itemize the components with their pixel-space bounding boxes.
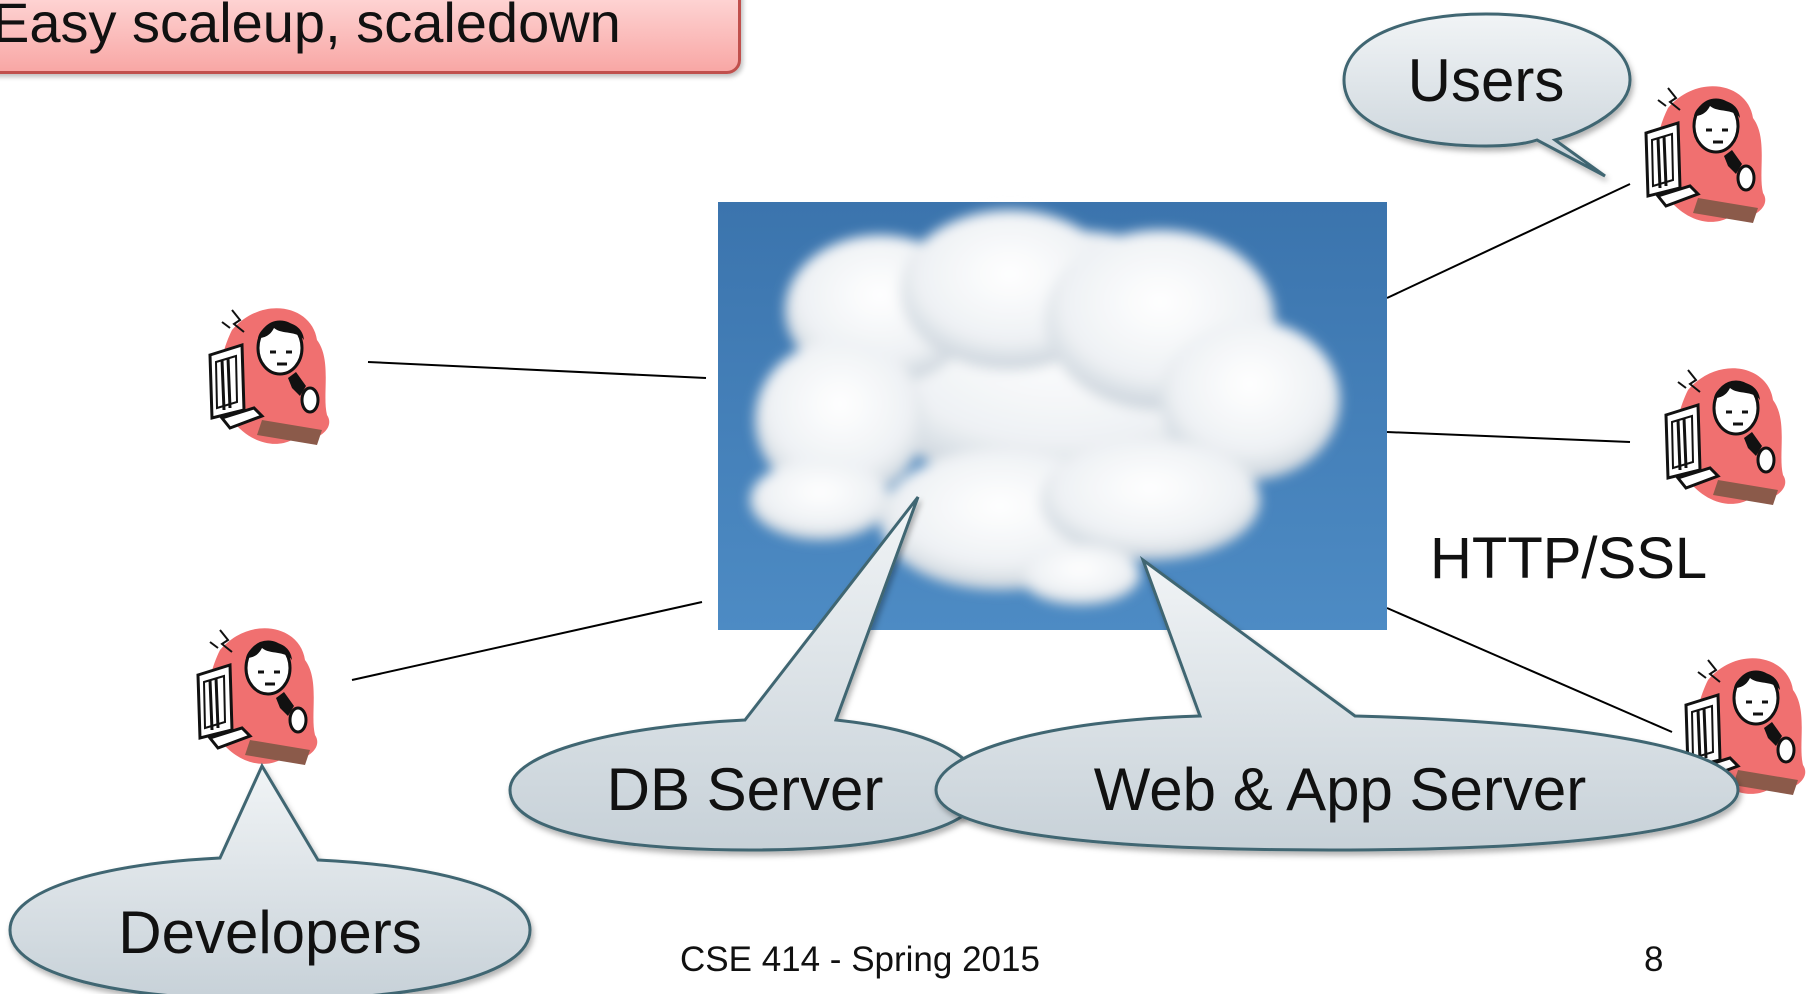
user-at-computer-icon (208, 306, 331, 447)
footer-text: CSE 414 - Spring 2015 (680, 940, 1040, 979)
user-at-computer-icon (196, 626, 319, 767)
protocol-label: HTTP/SSL (1430, 526, 1708, 591)
callout-web-app-server (934, 555, 1740, 852)
user-at-computer-icon (1644, 84, 1767, 225)
page-number: 8 (1644, 940, 1664, 979)
db-server-label: DB Server (606, 756, 884, 823)
cloud-photo (718, 202, 1387, 630)
users-label: Users (1407, 47, 1565, 114)
callout-users (1342, 12, 1632, 178)
slide-title: Easy scaleup, scaledown (0, 0, 621, 54)
developers-label: Developers (118, 899, 422, 966)
user-at-computer-icon (1664, 366, 1787, 507)
connector-lines (351, 183, 1673, 733)
web-app-server-label: Web & App Server (1093, 756, 1587, 823)
callout-developers (8, 762, 532, 994)
title-banner (0, 0, 741, 74)
